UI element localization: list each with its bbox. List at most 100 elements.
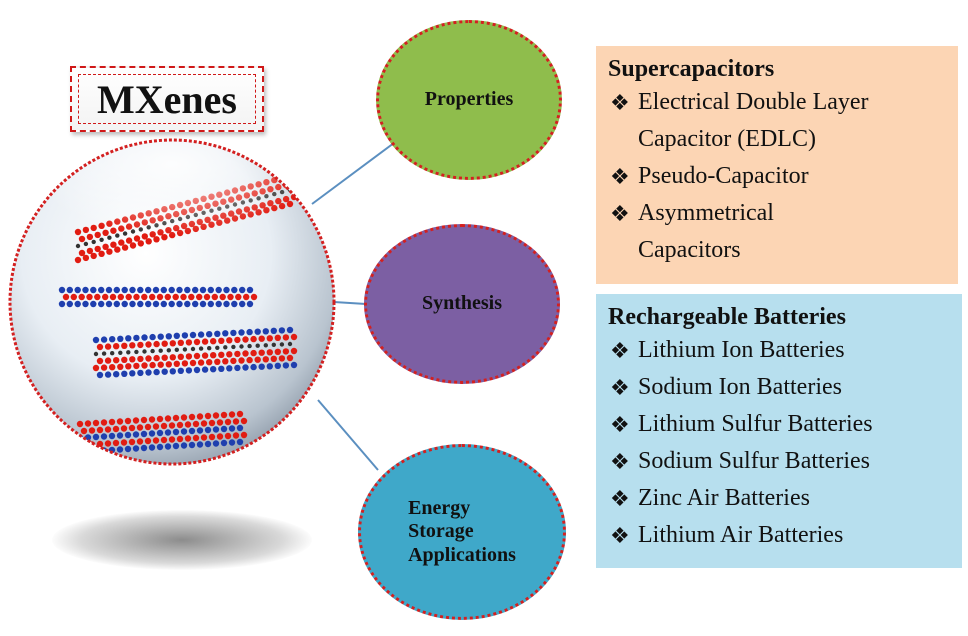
atom: [274, 334, 281, 341]
crystal-layer: [92, 326, 298, 379]
atom: [96, 343, 104, 351]
atom: [185, 367, 193, 374]
atom: [176, 286, 183, 294]
atom: [270, 327, 277, 334]
atom: [176, 300, 183, 308]
atom: [96, 371, 104, 379]
atom: [239, 300, 246, 308]
atom: [152, 423, 160, 430]
atom: [262, 356, 269, 363]
atom: [96, 426, 104, 434]
atom: [234, 364, 241, 372]
atom: [84, 448, 92, 455]
atom: [219, 293, 226, 301]
atom: [58, 286, 66, 294]
atom: [160, 286, 167, 294]
batteries-list: ❖ Lithium Ion Batteries ❖ Sodium Ion Bat…: [608, 332, 952, 554]
diagram-title: MXenes: [97, 76, 237, 122]
atom: [140, 444, 148, 452]
atom: [90, 300, 97, 308]
list-item-text: Capacitor (EDLC): [638, 126, 816, 152]
atom: [148, 444, 156, 451]
atom: [192, 286, 199, 294]
list-item-text: Electrical Double Layer: [638, 89, 869, 115]
atom: [83, 241, 89, 247]
atom: [141, 293, 148, 301]
atom: [82, 300, 89, 308]
list-item-text: Lithium Ion Batteries: [638, 337, 845, 363]
atom: [286, 172, 294, 180]
atom: [164, 415, 172, 422]
atom: [116, 446, 124, 453]
atom: [132, 445, 140, 452]
list-item: ❖ Pseudo-Capacitor: [608, 158, 948, 195]
atom: [148, 416, 156, 423]
atom: [137, 355, 144, 363]
atom: [102, 293, 109, 301]
atom: [153, 368, 160, 376]
atom: [290, 347, 298, 355]
diamond-bullet-icon: ❖: [610, 412, 630, 437]
connector-lines: [311, 139, 399, 471]
supercapacitors-heading: Supercapacitors: [608, 56, 775, 82]
atom: [230, 357, 237, 365]
atom: [184, 286, 191, 294]
atom: [196, 413, 204, 420]
diamond-bullet-icon: ❖: [610, 201, 630, 226]
atom: [220, 439, 228, 447]
atom: [250, 349, 257, 357]
atom: [88, 427, 96, 434]
atom: [92, 364, 100, 372]
list-item: ❖ Asymmetrical Capacitors: [608, 195, 948, 269]
atom: [100, 336, 108, 343]
atom: [182, 347, 188, 352]
atom: [246, 328, 253, 336]
atom: [247, 343, 252, 349]
list-item: ❖ Lithium Sulfur Batteries: [608, 406, 952, 443]
diamond-bullet-icon: ❖: [610, 164, 630, 189]
atom: [201, 338, 209, 345]
atom: [196, 427, 204, 434]
atom: [109, 336, 116, 343]
atom: [177, 367, 184, 374]
list-item: ❖ Electrical Double Layer Capacitor (EDL…: [608, 84, 948, 158]
list-item-text: Zinc Air Batteries: [638, 485, 810, 511]
atom: [234, 336, 241, 344]
atom: [258, 349, 265, 356]
atom: [282, 334, 290, 341]
atom: [110, 351, 115, 356]
atom: [185, 339, 193, 346]
atom: [198, 346, 204, 351]
node-energy-label-line3: Applications: [408, 543, 516, 566]
atom: [189, 331, 197, 339]
atom: [142, 349, 147, 354]
atom: [141, 334, 148, 341]
atom: [93, 351, 99, 357]
atom: [223, 300, 230, 308]
atom: [214, 330, 221, 337]
atom: [109, 364, 116, 371]
atom: [206, 359, 213, 366]
atom: [192, 434, 200, 442]
atom: [129, 356, 136, 363]
sphere-highlight: [52, 140, 292, 260]
atom: [82, 254, 90, 262]
atom: [94, 293, 101, 301]
atom: [262, 328, 269, 335]
node-energy-label-line2: Storage: [408, 520, 474, 543]
atom: [121, 370, 128, 377]
atom: [199, 300, 207, 308]
atom: [235, 293, 242, 301]
atom: [104, 426, 112, 433]
atom: [116, 418, 124, 425]
connector-synthesis: [333, 301, 367, 305]
list-item-text: Asymmetrical: [638, 200, 774, 226]
atom: [156, 443, 164, 451]
diamond-bullet-icon: ❖: [610, 375, 630, 400]
atom: [112, 439, 120, 447]
atom: [199, 286, 207, 294]
atom: [227, 293, 234, 301]
atom: [100, 364, 108, 371]
atom: [231, 286, 238, 294]
